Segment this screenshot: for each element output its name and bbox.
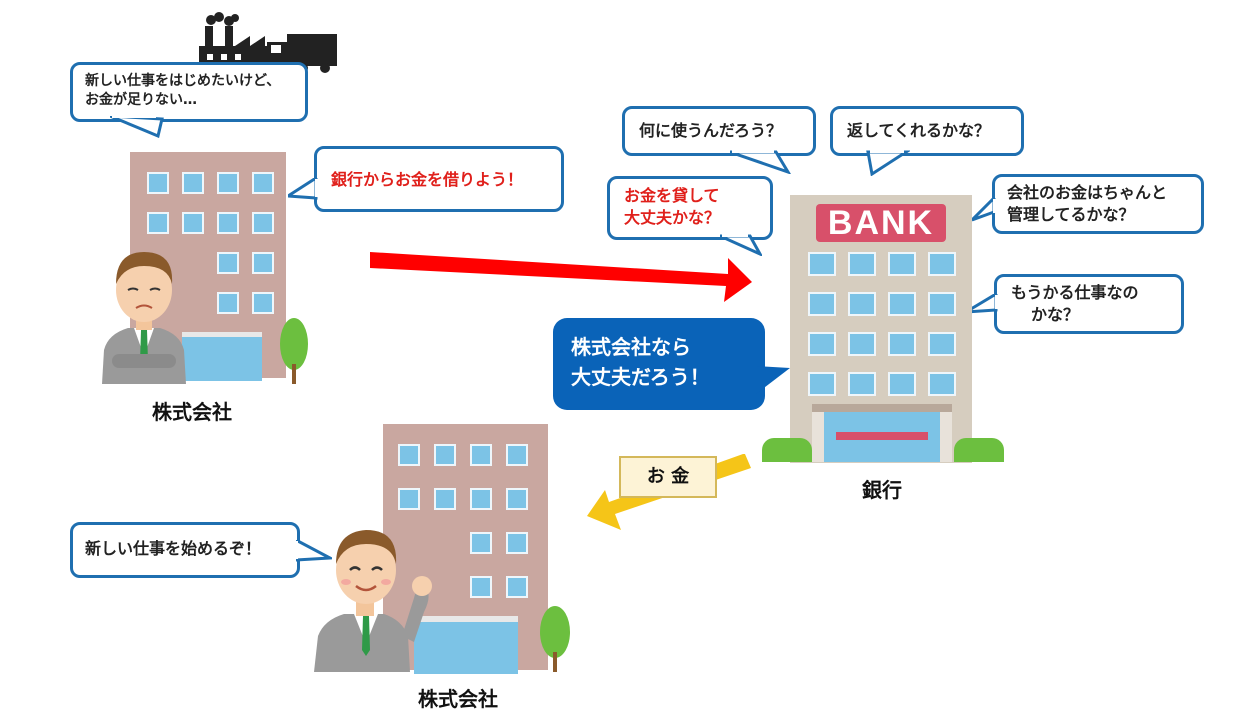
bubble-tail (730, 150, 791, 174)
what-use-text: 何に使うんだろう？ (639, 121, 783, 140)
speech-bubble-trust: 株式会社なら 大丈夫だろう！ (553, 318, 765, 410)
repay-text: 返してくれるかな？ (847, 121, 991, 140)
bubble-tail (110, 116, 164, 138)
red-arrow-icon (370, 252, 752, 302)
bank-label: 銀行 (862, 478, 902, 502)
start-text: 新しい仕事を始めるぞ！ (85, 539, 262, 558)
borrow-text: 銀行からお金を借りよう！ (331, 170, 524, 189)
tree-icon (540, 606, 570, 672)
manage-line-1: 会社のお金はちゃんと (1007, 183, 1168, 202)
bank-sign-text: BANK (827, 204, 935, 242)
lend-ok-line-1: お金を貸して (624, 186, 720, 205)
trust-line-1: 株式会社なら (571, 335, 691, 359)
worry-text: 新しい仕事をはじめたいけど、 お金が足りない… (85, 73, 281, 108)
speech-bubble-repay: 返してくれるかな？ (830, 106, 1024, 156)
company-label-top: 株式会社 (152, 400, 232, 424)
bank-sign: BANK (816, 204, 946, 242)
profit-line-1: もうかる仕事なの (1011, 283, 1139, 302)
bubble-tail (866, 150, 910, 176)
speech-bubble-manage: 会社のお金はちゃんと 管理してるかな？ (992, 174, 1204, 234)
entrance (182, 332, 262, 381)
happy-businessman-icon (314, 530, 432, 672)
lend-ok-line-2: 大丈夫かな？ (624, 208, 721, 227)
bank-entrance (812, 404, 952, 462)
company-label-bottom: 株式会社 (418, 687, 498, 711)
bush-left (762, 438, 812, 462)
tree-icon (280, 318, 308, 384)
bubble-tail (972, 198, 996, 222)
worried-businessman-icon (102, 252, 186, 384)
profit-line-2: かな？ (1031, 305, 1080, 324)
money-label-box: お 金 (619, 456, 717, 498)
entrance (414, 616, 518, 674)
speech-bubble-profit: もうかる仕事なの かな？ (994, 274, 1184, 334)
bubble-tail (966, 294, 998, 314)
manage-line-2: 管理してるかな？ (1007, 205, 1135, 224)
bubble-tail (756, 366, 790, 394)
speech-bubble-worry: 新しい仕事をはじめたいけど、 お金が足りない… (70, 62, 308, 122)
speech-bubble-lend-ok: お金を貸して 大丈夫かな？ (607, 176, 773, 240)
bubble-tail (288, 178, 318, 200)
speech-bubble-what-use: 何に使うんだろう？ (622, 106, 816, 156)
bubble-tail (720, 234, 762, 256)
speech-bubble-start: 新しい仕事を始めるぞ！ (70, 522, 300, 578)
trust-line-2: 大丈夫だろう！ (571, 365, 710, 389)
money-label: お 金 (646, 466, 690, 487)
speech-bubble-borrow: 銀行からお金を借りよう！ (314, 146, 564, 212)
bush-right (954, 438, 1004, 462)
bubble-tail (296, 540, 332, 562)
